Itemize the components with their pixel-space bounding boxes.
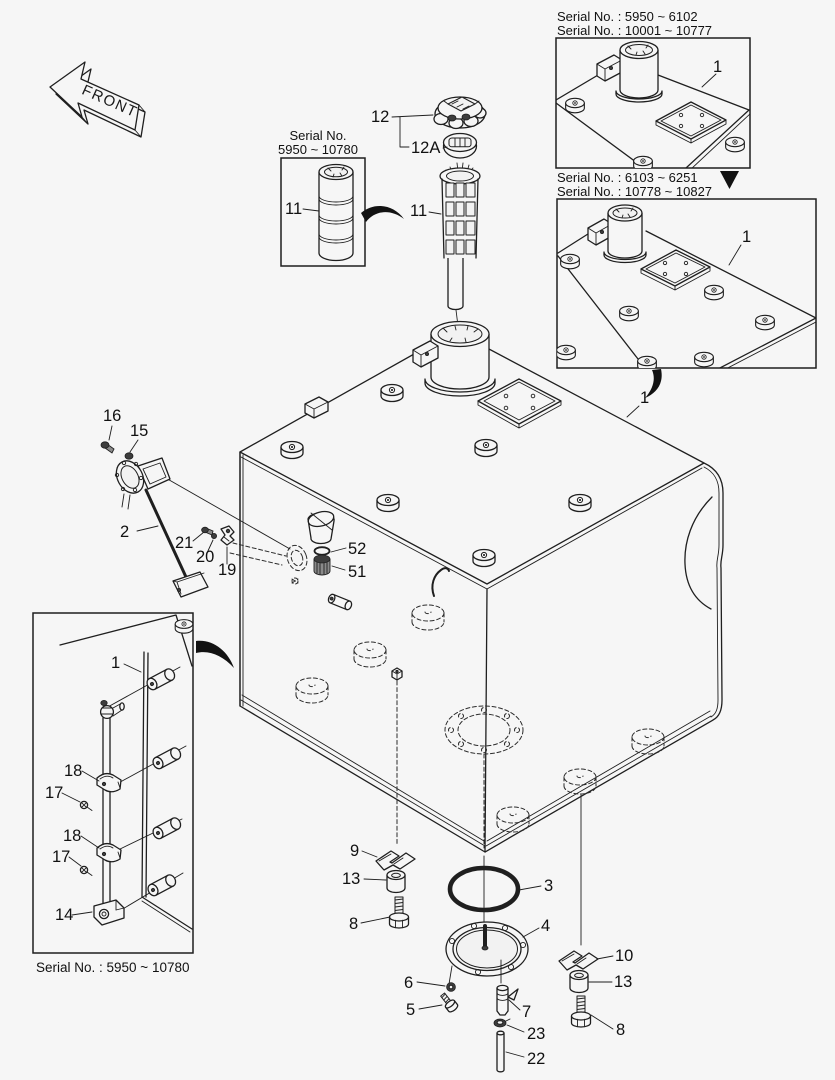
bolt-right: [570, 995, 592, 1028]
drain-tube: [496, 1030, 505, 1073]
float: [172, 571, 209, 598]
fuel-cap: [433, 96, 487, 130]
drain-bolt: [440, 992, 459, 1013]
level-pipe: [99, 700, 125, 907]
hose-clip: [493, 1018, 511, 1028]
level-pipe-detail: [59, 614, 193, 933]
plug: [313, 554, 331, 576]
callout-screw-clamp: 21: [175, 534, 193, 552]
callout-tank-b: 1: [742, 228, 751, 246]
callout-clamp-lower: 18: [63, 827, 81, 845]
top-pad: [477, 378, 562, 429]
callout-spacer-center: 13: [342, 870, 360, 888]
sender-flange: [114, 457, 171, 510]
callout-cap-ring: 12A: [411, 139, 440, 157]
flip-arrow: [645, 369, 662, 398]
fuel-tank: 1 52 51: [149, 320, 724, 946]
inset-frame: [32, 612, 194, 954]
callout-tank: 1: [640, 389, 649, 407]
callout-cap: 12: [371, 108, 389, 126]
drain-washer: [446, 982, 456, 992]
small-tube: [327, 593, 353, 611]
clamp-washer: [210, 533, 217, 540]
flip-arrow: [196, 640, 234, 668]
sender-washer: [124, 452, 134, 460]
strainer-inset-box: Serial No. 5950 ~ 10780 11: [278, 128, 404, 267]
top-bracket: [412, 340, 439, 368]
mount-parts-right: 10 13 8: [558, 947, 633, 1039]
sender-mount-hole: [286, 544, 308, 572]
clamp: [220, 525, 235, 546]
front-direction-arrow: FRONT: [49, 61, 146, 138]
hidden-screw: [291, 577, 299, 585]
serial-label: 5950 ~ 10780: [278, 142, 358, 157]
o-ring: [447, 865, 521, 913]
bracket-center: [375, 850, 416, 871]
pipe-elbow: [93, 899, 125, 926]
callout-tube: 22: [527, 1050, 545, 1068]
filler-neck: [424, 320, 496, 397]
revision-triangle-marker: [720, 171, 739, 189]
tank-top-detail-b: [557, 204, 816, 368]
serial-label: Serial No. : 5950 ~ 6102: [557, 9, 698, 24]
bracket-right: [558, 950, 599, 971]
serial-label: Serial No. : 10001 ~ 10777: [557, 23, 712, 38]
callout-gauge-pipe: 1: [111, 654, 120, 672]
callout-cover-flange: 4: [541, 917, 550, 935]
float-arm: [144, 488, 188, 579]
serial-label: Serial No. : 10778 ~ 10827: [557, 184, 712, 199]
bolt-center: [388, 896, 410, 929]
callout-bolt-drain: 5: [406, 1001, 415, 1019]
inset-box-b: Serial No. : 6103 ~ 6251 Serial No. : 10…: [556, 170, 817, 398]
callout-screw-lower: 17: [52, 848, 70, 866]
flip-arrow: [361, 206, 404, 222]
callout-o-ring-plug: 52: [348, 540, 366, 558]
edge-bracket: [304, 396, 329, 419]
callout-washer-clamp: 20: [196, 548, 214, 566]
callout-bracket-right: 10: [615, 947, 633, 965]
callout-clamp: 19: [218, 561, 236, 579]
callout-pipe-elbow: 14: [55, 906, 73, 924]
spacer-center: [386, 869, 406, 894]
fuel-cap-ring: [442, 132, 478, 159]
gauge-caption: Serial No. : 5950 ~ 10780: [36, 960, 189, 975]
callout-plug: 51: [348, 563, 366, 581]
fuel-sender-assembly: 16 15 2 21 20 19: [100, 407, 236, 598]
callout-clamp-upper: 18: [64, 762, 82, 780]
inset-frame: [556, 198, 817, 369]
strainer-mesh: [445, 182, 476, 255]
serial-label: Serial No.: [289, 128, 346, 143]
fuel-cap-assembly: 12 12A 11: [371, 96, 487, 327]
callout-strainer: 11: [410, 202, 427, 220]
callout-bolt-right: 8: [616, 1021, 625, 1039]
callout-bolt-center: 8: [349, 915, 358, 933]
inset-box-a: Serial No. : 5950 ~ 6102 Serial No. : 10…: [555, 9, 751, 169]
callout-screw-upper: 17: [45, 784, 63, 802]
callout-bracket-center: 9: [350, 842, 359, 860]
callout-bolt-sender: 16: [103, 407, 121, 425]
strainer: [439, 162, 481, 327]
callout-sender: 2: [120, 523, 129, 541]
sender-bolt: [100, 441, 115, 454]
cover-flange: [445, 921, 529, 977]
tank-top-detail-a: [556, 40, 750, 168]
small-block: [391, 667, 403, 681]
gauge-inset-box: 1 18 17 18 17 14 Serial No. : 5950 ~ 107…: [32, 612, 234, 975]
callout-clip: 23: [527, 1025, 545, 1043]
callout-drain-cock: 7: [522, 1003, 531, 1021]
callout-spacer-right: 13: [614, 973, 632, 991]
callout-washer-drain: 6: [404, 974, 413, 992]
callout-o-ring: 3: [544, 877, 553, 895]
drain-cock: [496, 984, 519, 1016]
strainer-early-version: [302, 163, 354, 262]
callout-strainer-early: 11: [285, 200, 302, 218]
spacer-right: [569, 969, 589, 994]
elbow-fitting: [307, 510, 335, 545]
serial-label: Serial No. : 6103 ~ 6251: [557, 170, 698, 185]
drain-parts-center: 9 13 8 3 4 6 5: [342, 842, 553, 1073]
callout-washer-sender: 15: [130, 422, 148, 440]
clamp-screw: [201, 526, 214, 536]
callout-tank-a: 1: [713, 58, 722, 76]
